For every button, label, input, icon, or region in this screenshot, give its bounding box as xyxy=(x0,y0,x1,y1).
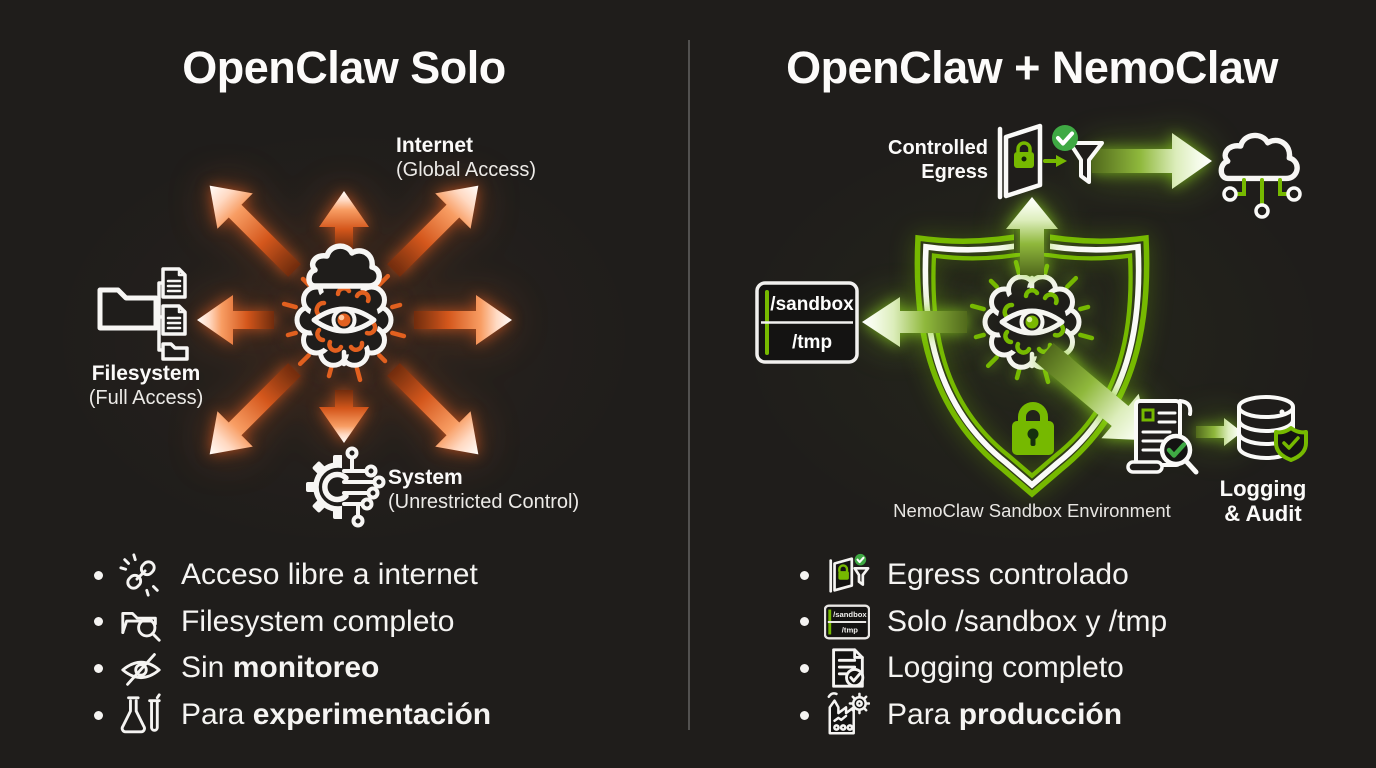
bullet-dot xyxy=(800,663,809,673)
internet-label: Internet xyxy=(396,134,474,157)
list-item: Acceso libre a internet xyxy=(94,552,491,599)
controlled-egress-label: Controlled Egress xyxy=(828,137,988,184)
check-circle-icon xyxy=(1052,125,1078,151)
bullet-text: Logging completo xyxy=(887,651,1124,685)
filesystem-sublabel: (Full Access) xyxy=(88,387,204,409)
right-bullet-list: Egress controlado /sandbox /tmp Solo /sa… xyxy=(800,552,1167,738)
arrow-down xyxy=(319,390,369,443)
system-sublabel: (Unrestricted Control) xyxy=(388,491,580,513)
egress-label-line1: Controlled xyxy=(888,137,988,159)
bullet-text: Para xyxy=(887,698,959,732)
right-panel-title: OpenClaw + NemoClaw xyxy=(786,42,1278,93)
controlled-flow-arrows xyxy=(862,133,1242,446)
bullet-text-bold: experimentación xyxy=(252,698,492,732)
mini-sandbox-label: /sandbox xyxy=(833,610,867,619)
system-node-label: System (Unrestricted Control) xyxy=(388,466,579,514)
sandbox-environment-caption: NemoClaw Sandbox Environment xyxy=(893,500,1171,521)
arrow-to-cloud xyxy=(1092,133,1212,189)
sandbox-box-icon: /sandbox /tmp xyxy=(755,281,859,364)
brain-spark-dashes xyxy=(969,259,1095,385)
bullet-text: Egress controlado xyxy=(887,558,1129,592)
bullet-dot xyxy=(94,617,103,627)
system-label: System xyxy=(388,466,463,489)
mini-tmp-label: /tmp xyxy=(842,625,858,634)
filesystem-node-label: Filesystem (Full Access) xyxy=(61,362,231,410)
panel-divider xyxy=(688,40,690,730)
list-item: Sin monitoreo xyxy=(94,645,491,692)
brain-eye-icon xyxy=(982,274,1082,370)
arrow-left xyxy=(197,295,274,345)
logging-audit-label: Logging & Audit xyxy=(1198,476,1328,526)
bullet-text-bold: monitoreo xyxy=(232,651,380,685)
arrow-to-logging xyxy=(1036,343,1150,441)
cloud-network-icon xyxy=(1218,132,1302,219)
logging-label-line1: Logging xyxy=(1219,476,1307,501)
factory-gear-icon xyxy=(827,692,870,735)
left-diagram xyxy=(97,185,512,528)
radial-access-arrows xyxy=(197,185,512,455)
arrow-to-database xyxy=(1196,418,1242,446)
list-item: Para experimentación xyxy=(94,692,491,739)
arrow-down-right xyxy=(387,363,479,455)
left-bullet-list: Acceso libre a internet Filesystem compl… xyxy=(94,552,491,738)
right-diagram: /sandbox /tmp xyxy=(755,123,1308,498)
brain-eye-icon xyxy=(294,272,394,368)
internet-node-label: Internet (Global Access) xyxy=(396,134,536,182)
egress-label-line2: Egress xyxy=(921,160,988,183)
sandbox-paths-icon: /sandbox /tmp xyxy=(824,604,870,640)
bullet-text: Para xyxy=(181,698,253,732)
cloud-icon xyxy=(306,243,382,289)
eye-off-icon xyxy=(121,653,161,687)
database-shield-icon xyxy=(1237,395,1308,462)
funnel-icon xyxy=(1068,141,1104,184)
list-item: Para producción xyxy=(800,692,1167,739)
list-item: /sandbox /tmp Solo /sandbox y /tmp xyxy=(800,599,1167,646)
padlock-icon xyxy=(1012,402,1054,455)
door-lock-icon xyxy=(997,123,1067,200)
folder-search-icon xyxy=(121,611,161,642)
internet-sublabel: (Global Access) xyxy=(396,159,537,181)
bullet-dot xyxy=(94,710,103,720)
shield-icon xyxy=(914,231,1150,498)
sandbox-path-label: /sandbox xyxy=(770,294,854,315)
bullet-dot xyxy=(800,570,809,580)
left-panel-title: OpenClaw Solo xyxy=(182,42,506,93)
bullet-text: Sin xyxy=(181,651,233,685)
bullet-text: Filesystem completo xyxy=(181,604,455,638)
scroll-audit-icon xyxy=(1126,399,1199,475)
flask-icon xyxy=(120,693,161,734)
arrow-up xyxy=(319,191,369,250)
bullet-text: Solo /sandbox y /tmp xyxy=(887,604,1168,638)
list-item: Filesystem completo xyxy=(94,599,491,646)
door-lock-funnel-icon xyxy=(829,554,870,593)
filesystem-label: Filesystem xyxy=(91,362,201,385)
bullet-dot xyxy=(94,663,103,673)
tmp-path-label: /tmp xyxy=(792,332,832,353)
list-item: Egress controlado xyxy=(800,552,1167,599)
folder-tree-icon xyxy=(97,267,189,361)
bullet-dot xyxy=(94,570,103,580)
arrow-down-left xyxy=(209,363,301,455)
bullet-text-bold: producción xyxy=(958,698,1123,732)
document-check-icon xyxy=(832,648,865,689)
arrow-to-sandbox xyxy=(862,297,967,347)
arrow-up-left xyxy=(209,185,301,277)
arrow-up-right xyxy=(387,185,479,277)
link-sparks-icon xyxy=(119,553,159,597)
bullet-dot xyxy=(800,617,809,627)
arrow-to-egress xyxy=(1006,197,1058,275)
gear-circuit-icon xyxy=(306,446,386,528)
bullet-text: Acceso libre a internet xyxy=(181,558,478,592)
logging-label-line2: & Audit xyxy=(1224,501,1302,526)
arrow-right xyxy=(414,295,512,345)
bullet-dot xyxy=(800,710,809,720)
list-item: Logging completo xyxy=(800,645,1167,692)
